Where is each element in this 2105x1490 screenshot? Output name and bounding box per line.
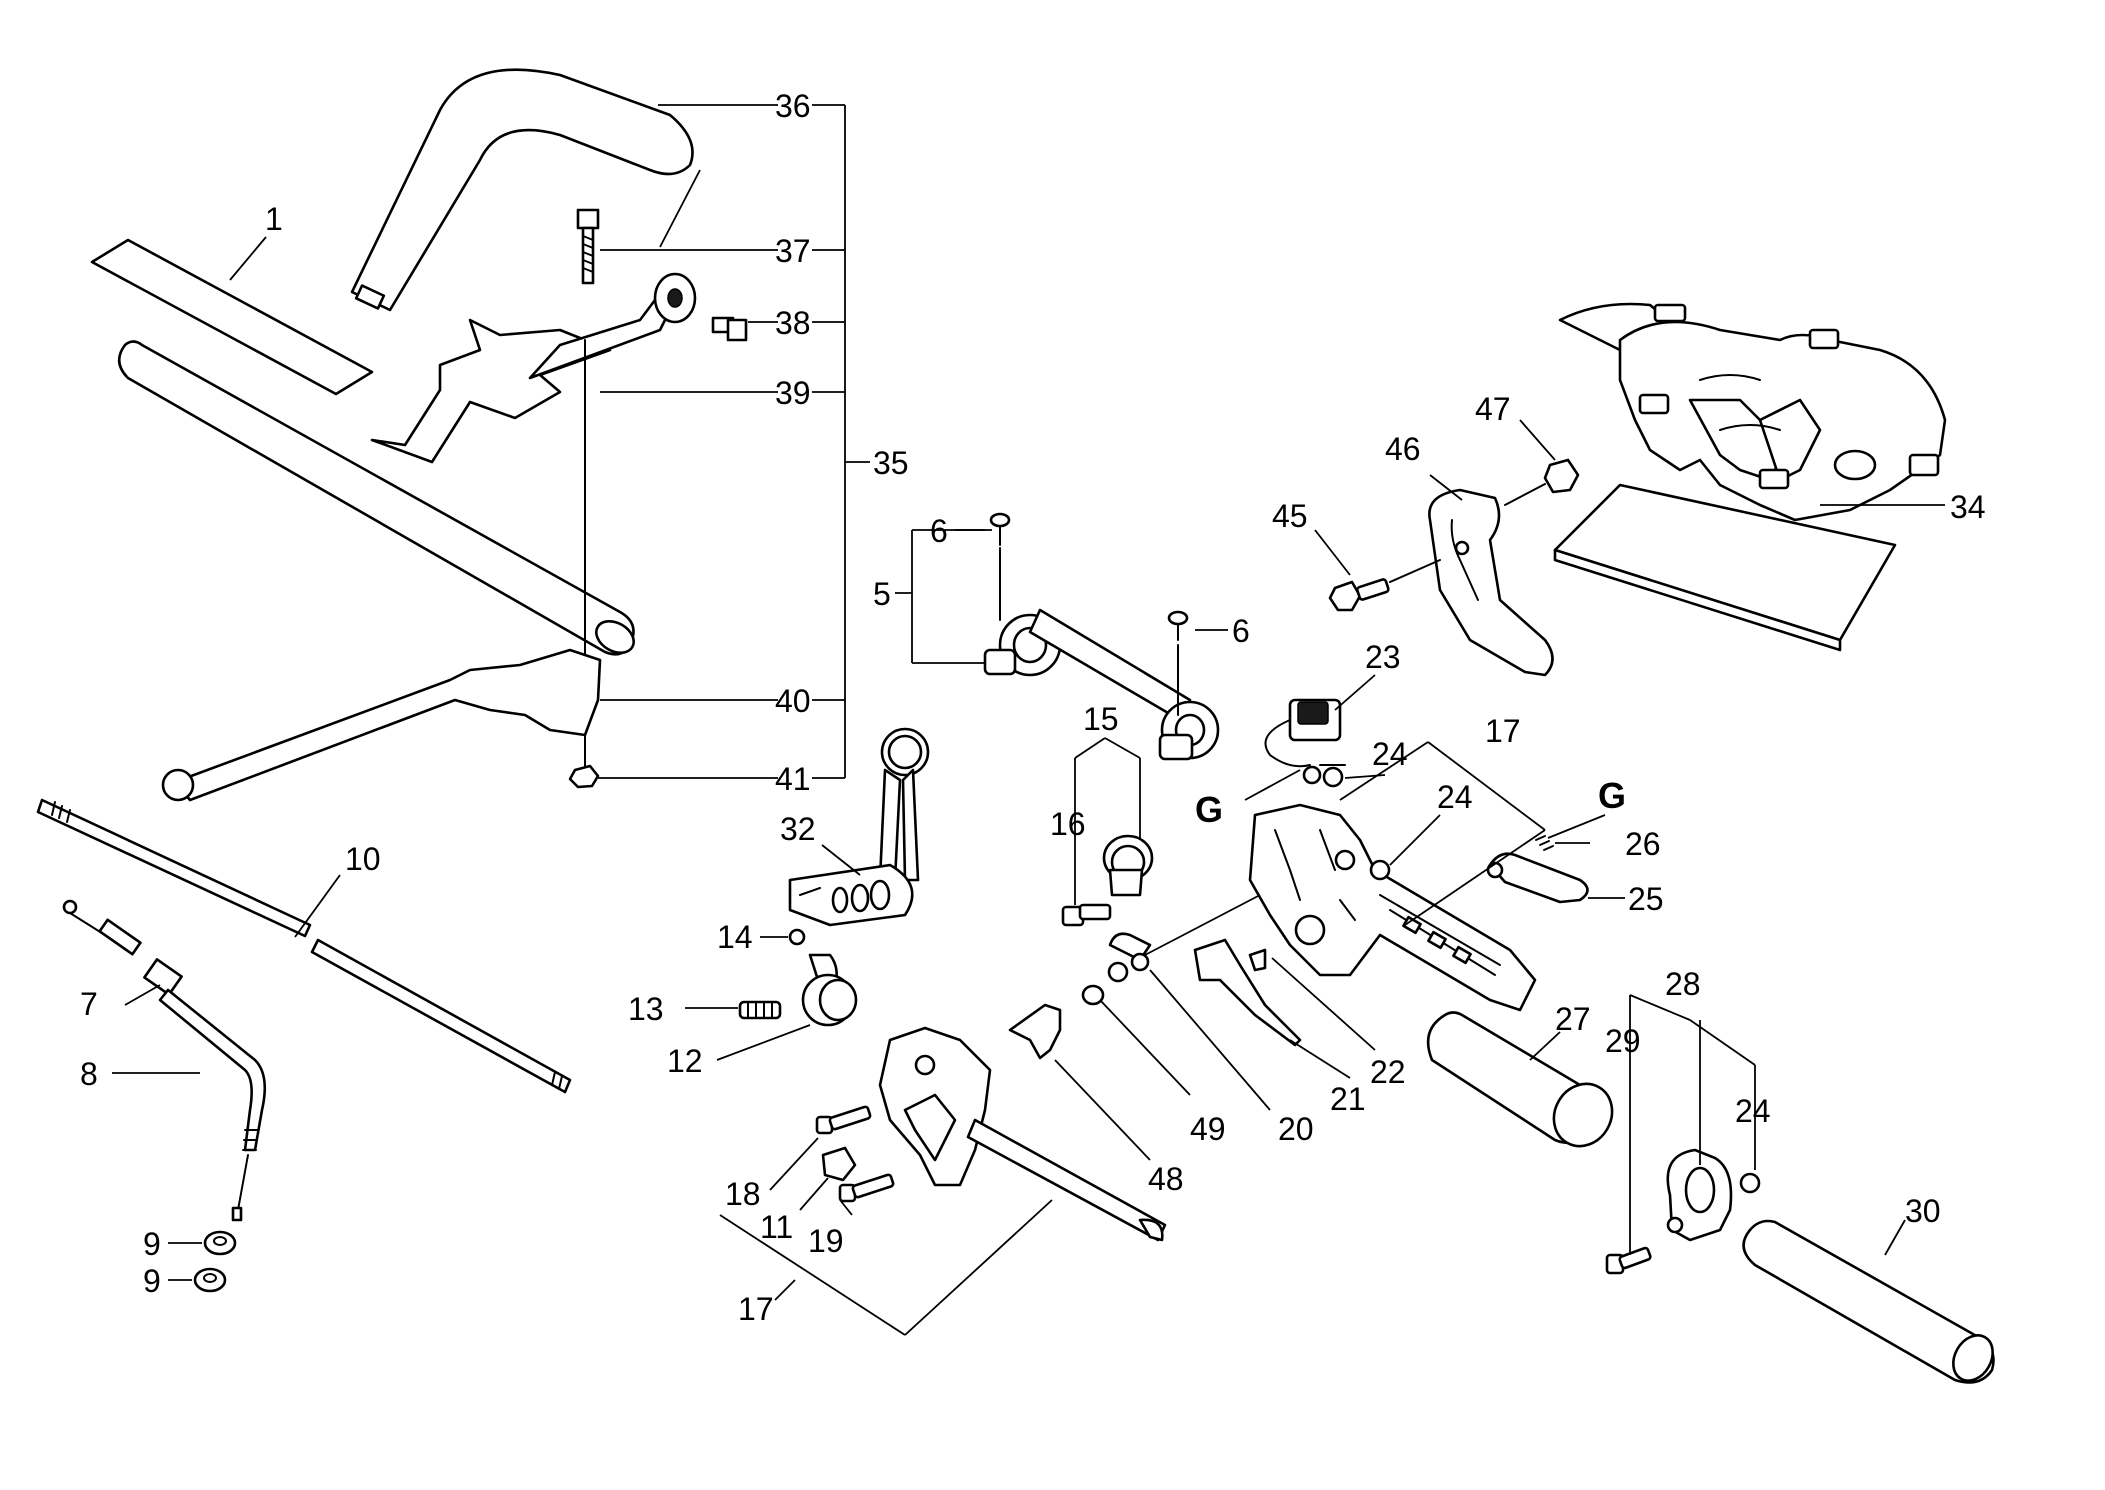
part-6-screws	[989, 512, 1189, 716]
label-49: 49	[1190, 1111, 1226, 1147]
part-number-labels: 1 36 37 38 39 35 40 41 10 7 8 9 9 6 5 6 …	[80, 88, 1986, 1327]
label-9b: 9	[143, 1263, 161, 1299]
label-g-right: G	[1598, 775, 1626, 816]
part-27-grip	[1426, 1011, 1614, 1148]
label-12: 12	[667, 1043, 703, 1079]
part-40-lower-bracket	[161, 648, 602, 802]
label-5: 5	[873, 576, 891, 612]
label-10: 10	[345, 841, 381, 877]
part-32-hanger-plate	[788, 727, 930, 927]
label-21: 21	[1330, 1081, 1366, 1117]
label-24a: 24	[1372, 736, 1408, 772]
part-25-26-clip	[1486, 835, 1589, 904]
label-9a: 9	[143, 1226, 161, 1262]
label-34: 34	[1950, 489, 1986, 525]
part-9-nuts	[193, 1230, 237, 1293]
part-34-harness	[1553, 302, 1947, 652]
label-26: 26	[1625, 826, 1661, 862]
label-37: 37	[775, 233, 811, 269]
part-30-grip-tube	[1742, 1219, 1995, 1384]
part-38-screw	[711, 316, 748, 342]
label-35: 35	[873, 445, 909, 481]
label-11: 11	[760, 1209, 793, 1245]
main-shaft-tube	[117, 340, 635, 656]
label-40: 40	[775, 683, 811, 719]
part-1-decal	[90, 238, 374, 396]
leader-lines	[112, 104, 1945, 1336]
part-23-switch	[1264, 698, 1346, 785]
label-47: 47	[1475, 391, 1511, 427]
label-18: 18	[725, 1176, 761, 1212]
label-28: 28	[1665, 966, 1701, 1002]
label-25: 25	[1628, 881, 1664, 917]
label-17b: 17	[738, 1291, 774, 1327]
label-24b: 24	[1437, 779, 1473, 815]
label-45: 45	[1272, 498, 1308, 534]
label-27: 27	[1555, 1001, 1591, 1037]
label-22: 22	[1370, 1054, 1406, 1090]
label-29: 29	[1605, 1023, 1641, 1059]
label-8: 8	[80, 1056, 98, 1092]
part-7-8-throttle-cable	[62, 899, 267, 1222]
label-48: 48	[1148, 1161, 1184, 1197]
label-13: 13	[628, 991, 664, 1027]
label-6a: 6	[930, 513, 948, 549]
part-15-16-clamp	[1061, 834, 1154, 927]
part-18-19-screws	[815, 1105, 895, 1203]
label-20: 20	[1278, 1111, 1314, 1147]
part-12-13-14-clamp	[738, 928, 858, 1027]
part-24-nuts	[1322, 766, 1761, 1194]
part-37-bolt	[576, 208, 600, 285]
part-20-21-22-trigger	[1107, 932, 1302, 1047]
label-6b: 6	[1232, 613, 1250, 649]
label-32: 32	[780, 811, 816, 847]
label-15: 15	[1083, 701, 1119, 737]
label-1: 1	[265, 201, 283, 237]
label-16: 16	[1050, 806, 1086, 842]
part-46-hip-pad	[1428, 488, 1554, 677]
label-30: 30	[1905, 1193, 1941, 1229]
part-45-47-fasteners	[1328, 458, 1580, 612]
part-5-handle-bar	[983, 608, 1220, 761]
label-38: 38	[775, 305, 811, 341]
part-39-upper-clamp	[370, 272, 697, 464]
part-36-loop-handle	[350, 68, 694, 312]
label-39: 39	[775, 375, 811, 411]
label-14: 14	[717, 919, 753, 955]
label-46: 46	[1385, 431, 1421, 467]
part-10-drive-shaft	[36, 798, 572, 1094]
part-17-control-housing	[1248, 803, 1537, 1012]
label-g-left: G	[1195, 789, 1223, 830]
part-17-lower-housing	[878, 1026, 1167, 1242]
label-23: 23	[1365, 639, 1401, 675]
label-24c: 24	[1735, 1093, 1771, 1129]
part-48-49-lever	[1008, 984, 1105, 1060]
label-7: 7	[80, 986, 98, 1022]
label-36: 36	[775, 88, 811, 124]
part-28-29-bracket	[1605, 1148, 1733, 1275]
label-17a: 17	[1485, 713, 1521, 749]
label-19: 19	[808, 1223, 844, 1259]
part-41-nut	[568, 764, 600, 789]
label-41: 41	[775, 761, 811, 797]
